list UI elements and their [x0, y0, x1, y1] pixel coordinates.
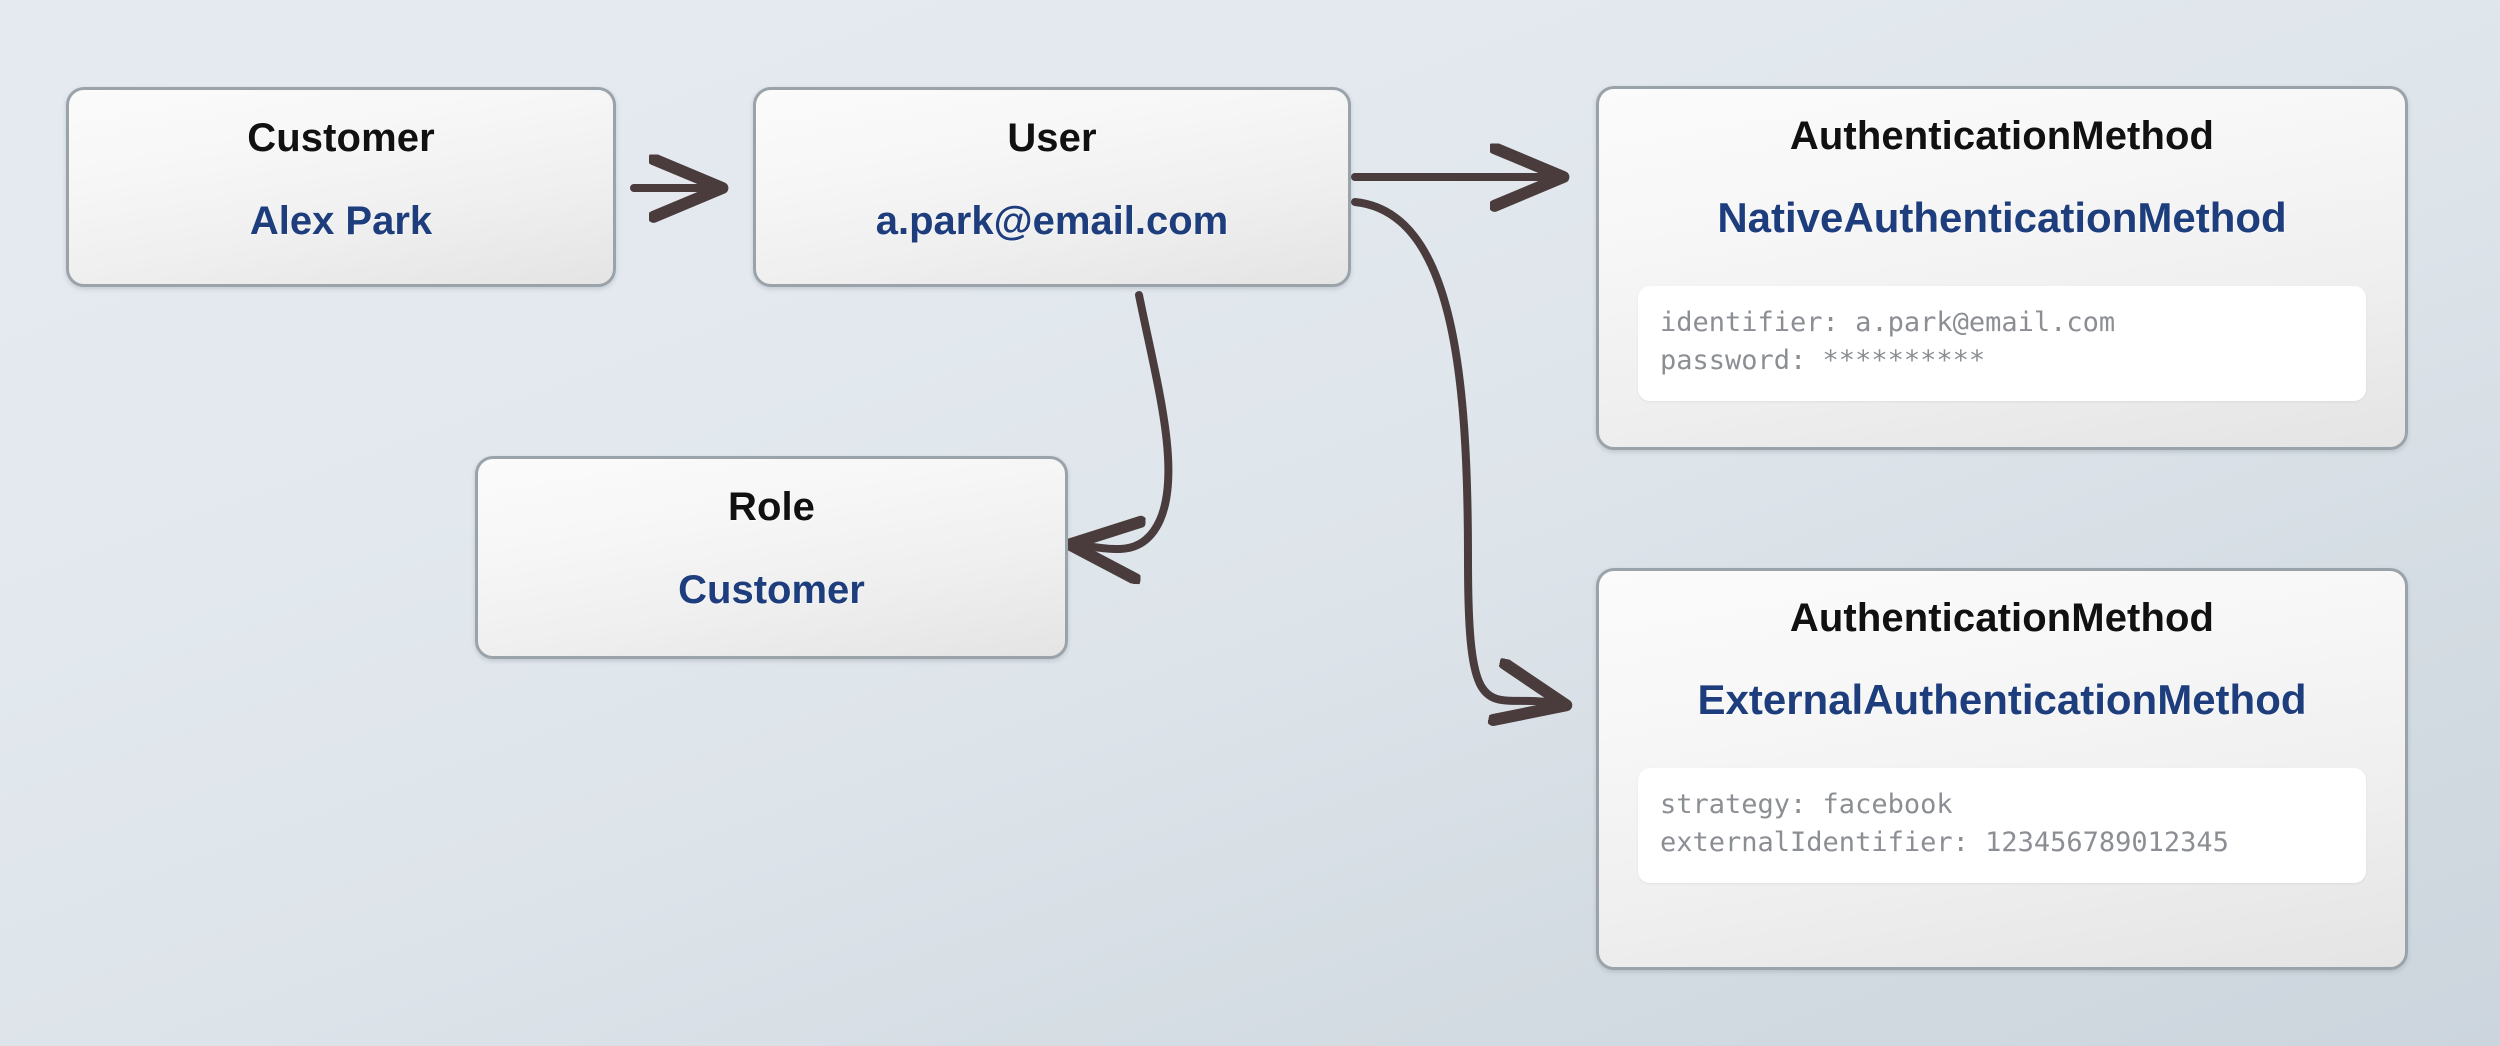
attribute-box: strategy: facebook externalIdentifier: 1…: [1638, 768, 2366, 883]
entity-type-label: Role: [727, 485, 816, 529]
entity-node-native-authentication-method[interactable]: AuthenticationMethod NativeAuthenticatio…: [1596, 86, 2408, 450]
entity-node-user[interactable]: User a.park@email.com: [753, 87, 1351, 287]
entity-instance-label: a.park@email.com: [875, 199, 1229, 243]
entity-node-external-authentication-method[interactable]: AuthenticationMethod ExternalAuthenticat…: [1596, 568, 2408, 970]
attribute-box: identifier: a.park@email.com password: *…: [1638, 286, 2366, 401]
edge-user-to-external: [1351, 198, 1560, 704]
entity-node-customer[interactable]: Customer Alex Park: [66, 87, 616, 287]
attribute-line: identifier: a.park@email.com: [1660, 307, 2116, 338]
attribute-line: password: **********: [1660, 345, 1986, 377]
entity-type-label: AuthenticationMethod: [1789, 114, 2215, 158]
entity-type-label: AuthenticationMethod: [1789, 596, 2215, 640]
entity-instance-label: NativeAuthenticationMethod: [1717, 194, 2287, 241]
attribute-line: strategy: facebook: [1660, 789, 1953, 820]
entity-instance-label: Customer: [678, 568, 865, 612]
entity-instance-label: ExternalAuthenticationMethod: [1697, 676, 2307, 723]
entity-type-label: User: [1007, 116, 1097, 160]
entity-type-label: Customer: [247, 116, 435, 160]
attribute-line: externalIdentifier: 123456789012345: [1660, 827, 2229, 859]
edge-user-to-role: [1076, 291, 1173, 549]
entity-node-role[interactable]: Role Customer: [475, 456, 1068, 659]
entity-instance-label: Alex Park: [249, 199, 433, 243]
